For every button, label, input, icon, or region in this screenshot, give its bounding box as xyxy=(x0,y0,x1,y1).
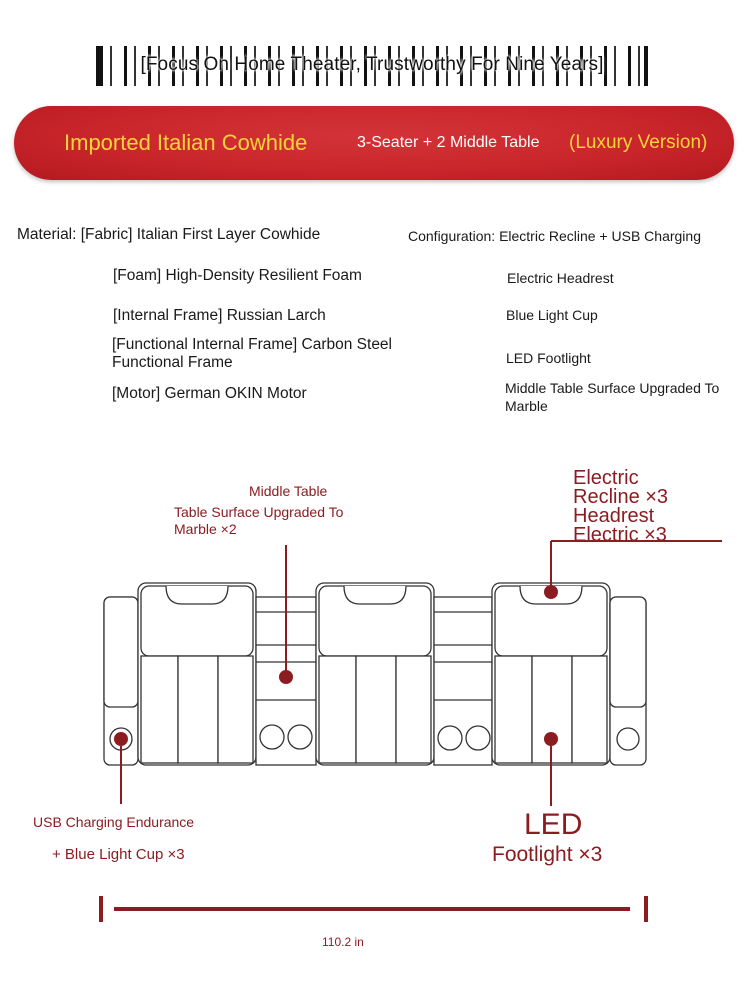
configuration-item: Middle Table Surface Upgraded To Marble xyxy=(505,380,720,414)
dimension-label: 110.2 in xyxy=(322,935,364,949)
electric-line: Headrest xyxy=(573,505,655,527)
material-item: [Fabric] Italian First Layer Cowhide xyxy=(80,226,321,243)
sofa-diagram xyxy=(103,540,722,806)
dimension-cap-left xyxy=(99,896,103,922)
product-title-banner: Imported Italian Cowhide 3-Seater + 2 Mi… xyxy=(14,106,734,180)
middle-table-desc: Table Surface Upgraded To Marble ×2 xyxy=(174,504,344,537)
material-line-1: Material: [Fabric] Italian First Layer C… xyxy=(17,226,320,244)
configuration-item: Electric Headrest xyxy=(507,270,614,286)
middle-table-title: Middle Table xyxy=(249,483,328,499)
led-label-line2: Footlight ×3 xyxy=(492,843,603,866)
configuration-item: Blue Light Cup xyxy=(506,307,598,323)
version-label: (Luxury Version) xyxy=(569,132,708,153)
slogan-banner: [Focus On Home Theater, Trustworthy For … xyxy=(96,46,648,86)
usb-label-line1: USB Charging Endurance xyxy=(33,814,195,830)
usb-label-line2: + Blue Light Cup ×3 xyxy=(52,846,185,863)
electric-recline-label: Electric Recline ×3 Headrest Electric ×3 xyxy=(573,467,669,546)
material-item: [Internal Frame] Russian Larch xyxy=(113,307,326,324)
configuration-item: Electric Recline + USB Charging xyxy=(499,228,701,244)
material-label: Material: xyxy=(17,226,77,243)
material-title: Imported Italian Cowhide xyxy=(64,130,308,155)
material-item: [Foam] High-Density Resilient Foam xyxy=(113,267,362,284)
configuration-label: Configuration: xyxy=(408,228,496,244)
led-label-line1: LED xyxy=(524,808,583,841)
dimension-line xyxy=(114,907,630,911)
electric-line: Electric ×3 xyxy=(573,524,667,546)
material-item: [Motor] German OKIN Motor xyxy=(112,385,307,402)
configuration-line-1: Configuration: Electric Recline + USB Ch… xyxy=(408,227,701,245)
electric-line: Electric xyxy=(573,467,639,489)
electric-line: Recline ×3 xyxy=(573,486,669,508)
slogan-text: [Focus On Home Theater, Trustworthy For … xyxy=(140,54,604,75)
dimension-cap-right xyxy=(644,896,648,922)
material-item: [Functional Internal Frame] Carbon Steel… xyxy=(112,336,392,371)
config-title: 3-Seater + 2 Middle Table xyxy=(357,134,540,151)
configuration-item: LED Footlight xyxy=(506,350,591,366)
